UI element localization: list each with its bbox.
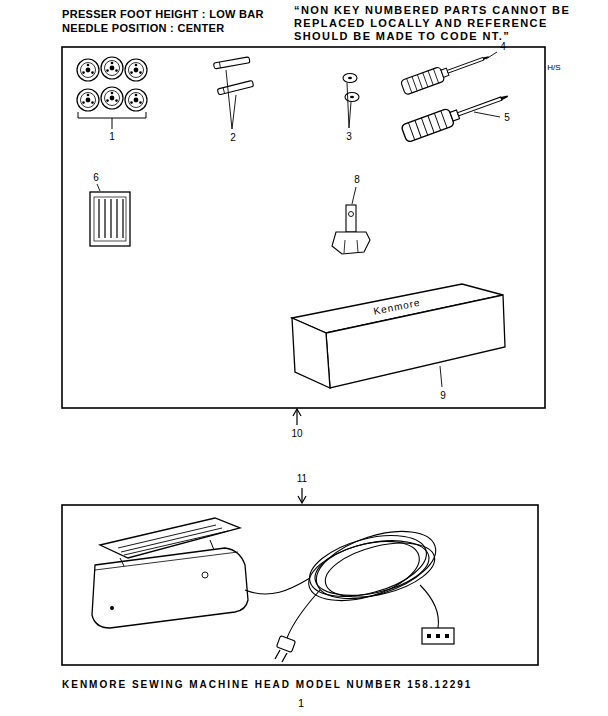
bobbins xyxy=(101,87,123,109)
callout-arrow xyxy=(293,409,301,425)
foot-controller xyxy=(118,525,228,555)
callout-number: 9 xyxy=(440,390,446,402)
wall-plug xyxy=(276,636,295,653)
machine-connector xyxy=(422,628,454,644)
bobbins xyxy=(77,89,99,111)
foot-controller xyxy=(92,518,248,628)
needle-pack xyxy=(104,199,105,238)
spool-pins xyxy=(223,88,224,94)
bobbins xyxy=(125,89,147,111)
spool-pins xyxy=(217,80,253,95)
callout-arrow xyxy=(301,488,302,502)
foot-controller xyxy=(92,548,248,628)
needle-pack xyxy=(90,192,130,246)
callout-number: 2 xyxy=(230,132,236,144)
screwdrivers xyxy=(400,50,491,95)
power-cord xyxy=(245,578,310,594)
callout-number: 1 xyxy=(109,131,115,143)
presser-foot xyxy=(332,187,370,254)
foot-controller xyxy=(110,606,114,610)
bobbins xyxy=(101,57,123,79)
bobbins xyxy=(78,112,146,129)
page-number: 1 xyxy=(298,697,304,710)
needle-pack xyxy=(94,197,126,241)
sheet-code: H/S xyxy=(547,63,560,72)
needle-pack xyxy=(97,184,100,191)
power-cord xyxy=(287,590,320,638)
felt-washers xyxy=(343,74,357,83)
spool-pins xyxy=(213,57,249,69)
accessory-box xyxy=(440,366,442,387)
needle-pack xyxy=(98,199,99,238)
needle-pack xyxy=(90,184,130,246)
needle-pack xyxy=(122,199,123,238)
presser-foot xyxy=(344,240,345,253)
power-cord xyxy=(302,530,426,611)
power-cord xyxy=(245,518,444,638)
callout-number: 6 xyxy=(93,172,99,184)
foot-controller xyxy=(202,572,208,578)
callout-number: 5 xyxy=(504,112,510,124)
header-note: PRESSER FOOT HEIGHT : LOW BAR xyxy=(62,8,264,21)
bobbins xyxy=(77,59,99,81)
spool-pins xyxy=(226,70,236,129)
screwdrivers xyxy=(474,112,500,117)
machine-connector xyxy=(422,628,454,644)
spool-pins xyxy=(219,62,220,68)
callout-number: 3 xyxy=(346,131,352,143)
needle-pack xyxy=(110,199,111,238)
wall-plug xyxy=(275,650,287,662)
presser-foot xyxy=(332,232,370,254)
felt-washers xyxy=(348,77,352,80)
power-cord xyxy=(308,518,444,611)
wall-plug xyxy=(275,636,296,662)
presser-foot xyxy=(352,187,356,204)
panel-frame xyxy=(62,505,538,665)
power-cord xyxy=(420,585,438,628)
felt-washers xyxy=(350,96,354,99)
callout-arrow xyxy=(296,410,297,425)
header-note: NEEDLE POSITION : CENTER xyxy=(62,22,224,35)
spool-pins xyxy=(217,80,253,95)
foot-controller xyxy=(120,540,214,566)
machine-connector xyxy=(436,634,440,638)
screwdrivers xyxy=(401,88,511,143)
foot-controller xyxy=(100,518,240,558)
power-cord xyxy=(320,533,440,607)
accessory-box xyxy=(292,318,330,388)
bobbins xyxy=(125,59,147,81)
accessory-box xyxy=(326,295,505,388)
callout-number: 8 xyxy=(354,174,360,186)
figure-caption: KENMORE SEWING MACHINE HEAD MODEL NUMBER… xyxy=(62,679,472,691)
callout-arrow xyxy=(293,409,301,416)
callout-arrow xyxy=(298,488,306,503)
machine-connector xyxy=(445,634,449,638)
felt-washers xyxy=(343,74,359,129)
callout-number: 4 xyxy=(500,41,506,53)
spool-pins xyxy=(213,57,249,69)
accessory-box xyxy=(292,284,505,388)
bobbins xyxy=(77,57,147,129)
presser-foot xyxy=(357,240,358,252)
presser-foot xyxy=(349,212,354,217)
callout-arrow xyxy=(298,496,306,503)
screwdrivers xyxy=(400,50,510,143)
presser-foot xyxy=(346,205,356,232)
spool-pins xyxy=(213,57,253,129)
foot-controller xyxy=(95,552,238,570)
felt-washers xyxy=(347,83,351,128)
needle-pack xyxy=(116,199,117,238)
panel-frame xyxy=(62,47,545,408)
notice-text: “NON KEY NUMBERED PARTS CANNOT BE REPLAC… xyxy=(294,4,600,43)
callout-number: 10 xyxy=(291,428,302,440)
screwdrivers xyxy=(486,52,497,59)
callout-number: 11 xyxy=(297,473,307,485)
machine-connector xyxy=(427,634,431,638)
